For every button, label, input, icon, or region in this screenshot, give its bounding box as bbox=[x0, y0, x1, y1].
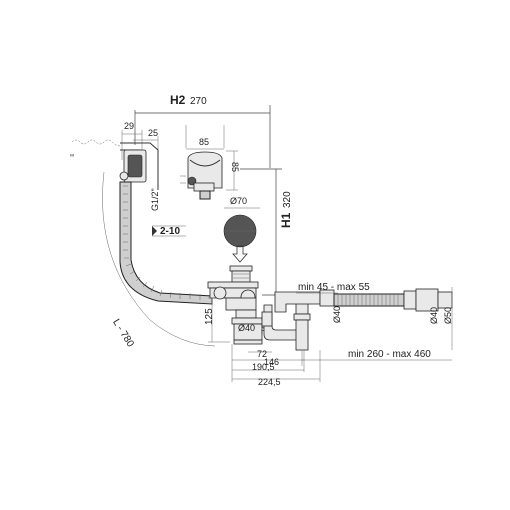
dimension-2-10: 2-10 bbox=[152, 225, 186, 237]
arrow-down-icon bbox=[232, 245, 248, 263]
h2-prefix: H2 bbox=[170, 93, 186, 107]
min45-max55: min 45 - max 55 bbox=[298, 282, 370, 293]
dia-40-right: Ø40 bbox=[332, 306, 342, 323]
flexible-hose bbox=[119, 181, 213, 305]
dimension-29: 29 bbox=[121, 121, 143, 160]
dim-224-5: 224,5 bbox=[258, 377, 281, 387]
dimension-125: 125 bbox=[204, 297, 230, 343]
chain-plug-icon: ∞ bbox=[70, 153, 74, 159]
dimension-85-top: 85 bbox=[185, 125, 225, 150]
dim-146: 146 bbox=[264, 357, 279, 367]
h1-value: 320 bbox=[282, 191, 293, 208]
dia-50: Ø50 bbox=[443, 307, 453, 324]
h2-value: 270 bbox=[190, 96, 207, 107]
inlet-housing bbox=[180, 151, 223, 200]
dimension-85-side: 85 bbox=[226, 150, 240, 191]
dim-85-side: 85 bbox=[230, 162, 240, 172]
bottom-dimensions: 72 146 190,5 224,5 bbox=[231, 344, 321, 387]
range-2-10: 2-10 bbox=[160, 226, 180, 237]
thread-size: G1/2" bbox=[150, 188, 160, 211]
overflow-nut-icon bbox=[119, 171, 129, 181]
dimension-min45-max55: min 45 - max 55 Ø40 bbox=[296, 282, 370, 323]
h1-prefix: H1 bbox=[279, 212, 293, 228]
dimension-h1: H1 320 bbox=[240, 168, 293, 296]
outlet-flex-hose: Ø40 Ø50 bbox=[333, 287, 453, 350]
min260-max460: min 260 - max 460 bbox=[348, 349, 431, 360]
length-l: L - 780 bbox=[110, 317, 136, 349]
dimension-h2: H2 270 bbox=[134, 93, 271, 168]
dia-40-left: Ø40 bbox=[238, 323, 255, 333]
dim-29: 29 bbox=[124, 121, 134, 131]
dim-190-5: 190,5 bbox=[252, 362, 275, 372]
dia-70: Ø70 bbox=[230, 196, 247, 206]
dim-85-top: 85 bbox=[199, 137, 209, 147]
trap-body: Ø40 76,5 bbox=[231, 289, 335, 351]
cover-plate: Ø70 bbox=[223, 196, 260, 263]
dim-72: 72 bbox=[257, 349, 267, 359]
waste-valve bbox=[207, 265, 259, 319]
dim-125: 125 bbox=[204, 308, 215, 325]
dia-40-far: Ø40 bbox=[429, 307, 439, 324]
dim-25: 25 bbox=[148, 128, 158, 138]
overflow-head-assembly: ∞ G1/2" bbox=[70, 139, 160, 211]
dimension-min260-max460: min 260 - max 460 bbox=[301, 349, 452, 366]
